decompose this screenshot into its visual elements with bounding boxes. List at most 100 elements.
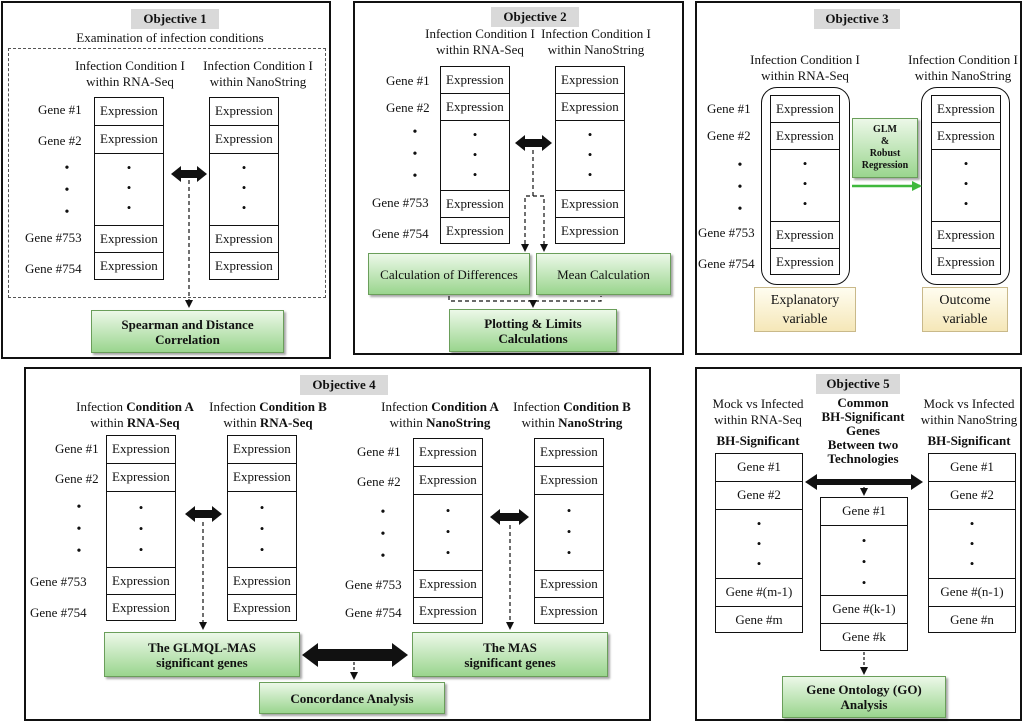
expression-cell: Expression	[414, 571, 482, 598]
o1-gene-754-label: Gene #754	[25, 261, 82, 276]
gene-cell: Gene #m	[735, 612, 783, 627]
o2-dashed-connector-right	[533, 195, 548, 252]
dots-cell: •••	[210, 154, 278, 226]
expression-cell: Expression	[776, 254, 834, 269]
rnaseq-word: RNA-Seq	[259, 415, 313, 430]
o4-condition-a-nanostring-header-line2: within NanoString	[370, 415, 510, 431]
dot: •	[126, 180, 132, 195]
o5-double-arrow	[805, 474, 923, 490]
nanostring-word: NanoString	[558, 415, 623, 430]
o4-rnaseq-gene-1-label: Gene #1	[55, 441, 99, 456]
o2-dashed-connector-bottom	[448, 296, 602, 302]
dot: •	[969, 556, 975, 571]
dots-cell: •••	[414, 495, 482, 571]
objective-1-subtitle: Examination of infection conditions	[76, 30, 264, 45]
o5-rnaseq-bh-significant: BH-Significant	[716, 433, 800, 448]
o1-double-arrow	[171, 166, 207, 182]
dots-cell: •••	[441, 121, 509, 191]
o4-rnaseq-gene-753-label: Gene #753	[30, 574, 87, 589]
expression-cell: Expression	[233, 600, 291, 615]
o3-rnaseq-rounded-frame	[761, 87, 850, 285]
dot: •	[587, 127, 593, 142]
o4-rnaseq-gene-754-label: Gene #754	[30, 605, 87, 620]
o4-condition-a-rnaseq-header-line2: within RNA-Seq	[65, 415, 205, 431]
dots-cell: •••	[929, 510, 1015, 579]
o3-gene-753-label: Gene #753	[698, 225, 755, 240]
explanatory-line2: variable	[782, 311, 828, 327]
dot: •	[472, 147, 478, 162]
expression-cell: Expression	[107, 464, 175, 492]
dot: •	[380, 527, 386, 542]
glm-line2: &	[880, 136, 890, 147]
dot: •	[64, 205, 70, 220]
o4-nanostring-double-arrow	[490, 509, 529, 525]
o4-condition-b-nanostring-header: Infection Condition B	[502, 399, 642, 415]
dot: •	[737, 180, 743, 195]
dot: •	[587, 147, 593, 162]
go-box-line2: Analysis	[840, 697, 888, 712]
dot: •	[64, 161, 70, 176]
objective-2-title: Objective 2	[491, 7, 579, 27]
o4-nanostring-gene-dots: •••	[376, 502, 390, 568]
dots-cell: •••	[771, 150, 839, 222]
expression-cell: Expression	[107, 568, 175, 595]
dot: •	[241, 200, 247, 215]
expression-cell: Expression	[419, 603, 477, 618]
o5-nanostring-bh-significant: BH-Significant	[927, 433, 1011, 448]
objective-5-title: Objective 5	[816, 374, 900, 394]
expression-cell: Expression	[441, 67, 509, 94]
expression-cell: Expression	[540, 603, 598, 618]
dot: •	[64, 183, 70, 198]
o2-gene-753-label: Gene #753	[372, 195, 429, 210]
expression-cell: Expression	[932, 123, 1000, 150]
dot: •	[380, 549, 386, 564]
o1-nanostring-header-line1: Infection Condition I	[203, 58, 313, 73]
dot: •	[445, 524, 451, 539]
dot: •	[472, 127, 478, 142]
common-line1: Common	[837, 395, 889, 410]
o5-nanostring-gene-column: Gene #1 Gene #2 ••• Gene #(n-1) Gene #n	[928, 453, 1016, 633]
o2-nanostring-header-line2: within NanoString	[547, 42, 645, 57]
dot: •	[566, 503, 572, 518]
o5-rnaseq-header-line2: within RNA-Seq	[714, 412, 802, 427]
o4-nanostring-gene-2-label: Gene #2	[357, 474, 401, 489]
o3-rnaseq-header-line2: within RNA-Seq	[761, 68, 849, 83]
dot: •	[259, 521, 265, 536]
explanatory-line1: Explanatory	[770, 292, 840, 308]
gene-ontology-analysis-box: Gene Ontology (GO)Analysis	[782, 676, 946, 718]
expression-cell: Expression	[414, 439, 482, 467]
o4-condition-a-nanostring-header: Infection Condition A	[370, 399, 510, 415]
condition-a-word: Condition A	[126, 399, 194, 414]
expression-cell: Expression	[535, 467, 603, 495]
spearman-box-line1: Spearman and Distance	[121, 316, 254, 332]
expression-cell: Expression	[100, 258, 158, 273]
objective-2-panel	[353, 1, 684, 355]
gene-cell: Gene #2	[929, 482, 1015, 510]
dot: •	[737, 202, 743, 217]
condition-b-word: Condition B	[563, 399, 631, 414]
dot: •	[412, 147, 418, 162]
expression-cell: Expression	[95, 98, 163, 126]
plotting-box-line2: Calculations	[498, 330, 568, 346]
dot: •	[445, 545, 451, 560]
o1-gene-753-label: Gene #753	[25, 230, 82, 245]
mean-calculation-box: Mean Calculation	[536, 253, 671, 295]
o4-nanostring-gene-1-label: Gene #1	[357, 444, 401, 459]
objective-4-title: Objective 4	[300, 375, 388, 395]
dot: •	[737, 158, 743, 173]
expression-cell: Expression	[535, 439, 603, 467]
objective-1-title: Objective 1	[131, 9, 219, 29]
dot: •	[412, 169, 418, 184]
dot: •	[756, 536, 762, 551]
o4-condition-a-rnaseq-column: Expression Expression ••• Expression Exp…	[106, 435, 176, 621]
dots-cell: •••	[821, 526, 907, 596]
expression-cell: Expression	[414, 467, 482, 495]
o4-rnaseq-gene-2-label: Gene #2	[55, 471, 99, 486]
dot: •	[963, 156, 969, 171]
outcome-line1: Outcome	[939, 292, 991, 308]
dot: •	[587, 167, 593, 182]
dot: •	[76, 544, 82, 559]
o2-gene-1-label: Gene #1	[386, 73, 430, 88]
expression-cell: Expression	[441, 94, 509, 121]
